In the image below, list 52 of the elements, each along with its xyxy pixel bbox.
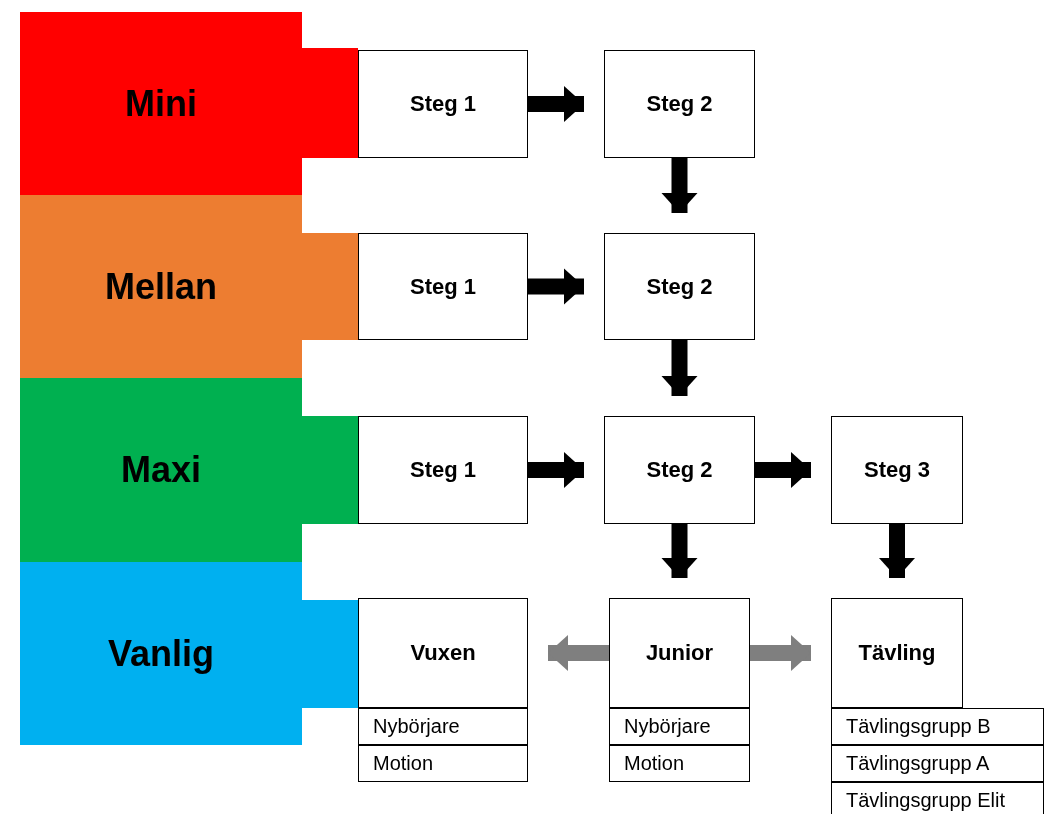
process-box [358,598,528,708]
process-box [358,233,528,340]
step-label: Steg 2 [646,457,713,483]
block-arrow [879,524,915,578]
step-label: Steg 1 [410,91,476,117]
group-name: Vanlig [107,632,215,675]
block-arrow [548,635,609,671]
group-band [20,562,358,745]
group-band [20,378,358,562]
process-box [358,416,528,524]
step-label: Junior [645,640,714,666]
block-arrow [661,524,698,578]
list-entry [358,745,528,782]
level-name: Nybörjare [624,715,711,738]
level-name: Motion [373,752,434,775]
list-entry [831,708,1044,745]
group-band [20,12,358,195]
list-entry [831,745,1044,782]
step-label: Steg 1 [410,273,476,300]
block-arrow [528,268,584,305]
step-label: Steg 1 [410,457,476,483]
level-name: Tävlingsgrupp A [846,752,990,775]
block-arrow [755,452,811,488]
list-entry [831,782,1044,814]
level-name: Tävlingsgrupp Elit [846,789,1005,812]
level-name: Tävlingsgrupp B [846,715,991,738]
step-label: Steg 2 [646,273,713,300]
block-arrow [661,158,698,213]
group-band [20,195,358,378]
block-arrow [528,452,584,488]
process-box [358,50,528,158]
level-name: Motion [624,752,685,775]
list-entry [358,708,528,745]
step-label: Steg 2 [646,91,713,117]
process-box [604,50,755,158]
process-box [604,416,755,524]
process-box [831,598,963,708]
process-box [604,233,755,340]
group-name: Mini [124,82,198,125]
group-name: Maxi [119,449,202,491]
list-entry [609,708,750,745]
step-label: Vuxen [410,640,476,666]
step-label: Tävling [858,640,936,666]
group-name: Mellan [104,265,218,308]
block-arrow [528,86,584,122]
process-box [609,598,750,708]
block-arrow [661,340,698,396]
block-arrow [750,635,811,671]
process-box [831,416,963,524]
step-label: Steg 3 [864,457,930,483]
level-name: Nybörjare [373,715,460,738]
list-entry [609,745,750,782]
